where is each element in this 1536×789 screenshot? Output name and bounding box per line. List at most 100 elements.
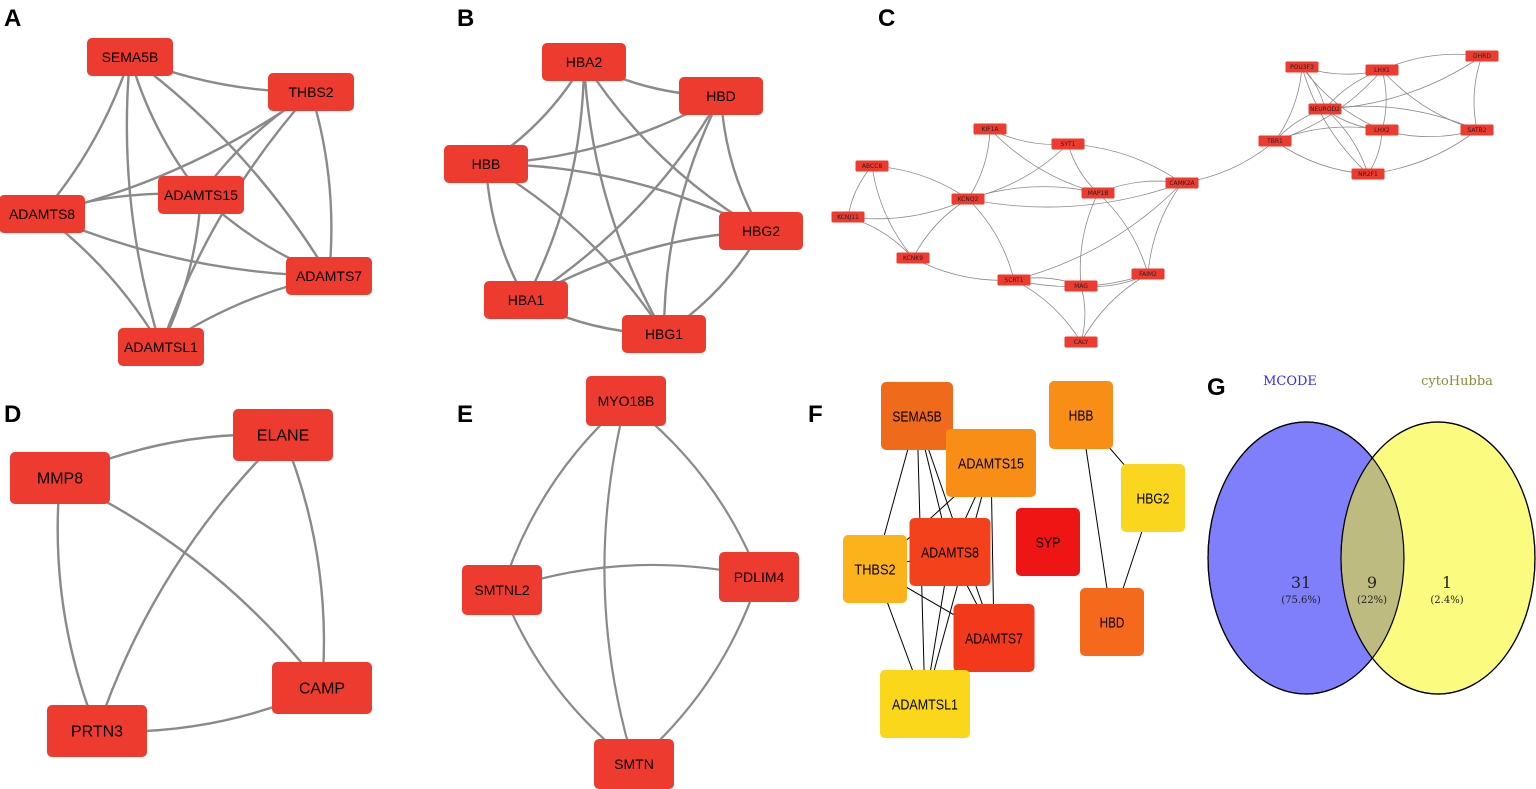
node-hbd[interactable]: HBD xyxy=(679,77,763,115)
node-adamtsl1[interactable]: ADAMTSL1 xyxy=(880,670,970,738)
node-box xyxy=(10,452,110,504)
node-myo18b[interactable]: MYO18B xyxy=(586,376,666,426)
node-pdlim4[interactable]: PDLIM4 xyxy=(719,552,799,602)
node-box xyxy=(909,518,991,586)
node-adamts7[interactable]: ADAMTS7 xyxy=(953,604,1035,672)
node-box xyxy=(946,429,1036,497)
node-sema5b[interactable]: SEMA5B xyxy=(881,382,953,450)
edge-kif1a-kcnq2 xyxy=(967,128,991,200)
node-thbs2[interactable]: THBS2 xyxy=(268,73,354,111)
node-abcc8[interactable]: ABCC8 xyxy=(855,160,889,172)
node-mag[interactable]: MAG xyxy=(1064,280,1098,292)
node-box xyxy=(586,376,666,426)
edge-lhx2-nr2f1 xyxy=(1367,129,1383,175)
node-box xyxy=(1460,124,1494,136)
edge-hba2-hbg1 xyxy=(582,61,666,335)
node-label: SEMA5B xyxy=(102,49,159,65)
node-label: HBA2 xyxy=(566,54,603,70)
node-box xyxy=(0,195,85,233)
node-label: ADAMTS8 xyxy=(921,544,979,561)
node-hbb[interactable]: HBB xyxy=(1049,381,1113,449)
node-syp[interactable]: SYP xyxy=(1016,508,1080,576)
node-kcnk9[interactable]: KCNK9 xyxy=(896,252,930,264)
node-map1b[interactable]: MAP1B xyxy=(1081,187,1115,199)
edge-mmp8-prtn3 xyxy=(56,477,99,732)
node-hbb[interactable]: HBB xyxy=(444,145,528,183)
edge-abcc8-kcnk9 xyxy=(871,165,914,259)
node-label: THBS2 xyxy=(288,84,333,100)
node-caly[interactable]: CALY xyxy=(1064,336,1098,348)
node-hbg2[interactable]: HBG2 xyxy=(719,212,803,250)
node-hbd[interactable]: HBD xyxy=(1080,588,1144,656)
node-label: HBA1 xyxy=(508,292,545,308)
edge-dhrd-neurod2 xyxy=(1324,55,1483,110)
node-pou3f3[interactable]: POU3F3 xyxy=(1285,61,1319,73)
node-elane[interactable]: ELANE xyxy=(233,409,333,461)
node-camp[interactable]: CAMP xyxy=(272,662,372,714)
node-syt1[interactable]: SYT1 xyxy=(1051,138,1085,150)
node-camk2a[interactable]: CAMK2A xyxy=(1165,177,1199,189)
node-dhrd[interactable]: DHRD xyxy=(1465,50,1499,62)
node-adamts7[interactable]: ADAMTS7 xyxy=(286,257,372,295)
node-adamts15[interactable]: ADAMTS15 xyxy=(158,176,244,214)
node-box xyxy=(973,123,1007,135)
node-label: THBS2 xyxy=(854,561,895,578)
node-adamtsl1[interactable]: ADAMTSL1 xyxy=(118,328,204,366)
node-adamts15[interactable]: ADAMTS15 xyxy=(946,429,1036,497)
node-box xyxy=(462,565,542,615)
node-mmp8[interactable]: MMP8 xyxy=(10,452,110,504)
node-thbs2[interactable]: THBS2 xyxy=(843,535,907,603)
node-hba2[interactable]: HBA2 xyxy=(542,43,626,81)
edge-lhx1-neurod2 xyxy=(1324,69,1383,110)
node-label: ADAMTS7 xyxy=(965,630,1023,647)
edge-lhx1-satb2 xyxy=(1381,69,1478,131)
edge-neurod2-satb2 xyxy=(1324,105,1478,131)
node-label: MAG xyxy=(1074,283,1088,290)
node-box xyxy=(272,662,372,714)
node-nr2f1[interactable]: NR2F1 xyxy=(1351,168,1385,180)
node-smtn[interactable]: SMTN xyxy=(594,739,674,789)
node-tbr1[interactable]: TBR1 xyxy=(1258,135,1292,147)
node-satb2[interactable]: SATB2 xyxy=(1460,124,1494,136)
node-box xyxy=(87,38,173,76)
edge-map1b-mag xyxy=(1079,192,1099,287)
node-box xyxy=(1051,138,1085,150)
node-lhx1[interactable]: LHX1 xyxy=(1365,64,1399,76)
node-sema5b[interactable]: SEMA5B xyxy=(87,38,173,76)
node-label: HBD xyxy=(1100,614,1125,631)
node-adamts8[interactable]: ADAMTS8 xyxy=(0,195,85,233)
edge-syt1-map1b xyxy=(1067,143,1099,194)
node-box xyxy=(1080,588,1144,656)
node-adamts8[interactable]: ADAMTS8 xyxy=(909,518,991,586)
node-hbg1[interactable]: HBG1 xyxy=(622,315,706,353)
node-label: SYT1 xyxy=(1061,141,1076,148)
node-neurod2[interactable]: NEUROD2 xyxy=(1308,103,1342,115)
node-prtn3[interactable]: PRTN3 xyxy=(47,705,147,757)
venn-mid-pct: (22%) xyxy=(1357,595,1387,606)
panel-letter-a: A xyxy=(4,5,21,32)
venn-left-count: 31 xyxy=(1291,573,1311,592)
edge-hbd-hba1 xyxy=(525,95,723,302)
node-box xyxy=(1121,464,1185,532)
node-kcnq2[interactable]: KCNQ2 xyxy=(951,193,985,205)
node-smtnl2[interactable]: SMTNL2 xyxy=(462,565,542,615)
edge-pou3f3-nr2f1 xyxy=(1301,66,1369,175)
node-hbg2[interactable]: HBG2 xyxy=(1121,464,1185,532)
edge-sema5b-adamts7 xyxy=(129,56,331,277)
node-hba1[interactable]: HBA1 xyxy=(484,281,568,319)
edge-abcc8-kcnj11 xyxy=(847,165,873,218)
node-label: SMTN xyxy=(614,756,654,772)
node-box xyxy=(1351,168,1385,180)
node-kif1a[interactable]: KIF1A xyxy=(973,123,1007,135)
node-kcnj11[interactable]: KCNJ11 xyxy=(831,211,865,223)
node-scrt1[interactable]: SCRT1 xyxy=(997,274,1031,286)
edge-adamts15-adamtsl1 xyxy=(159,194,203,348)
edge-mmp8-camp xyxy=(59,476,323,689)
node-faim2[interactable]: FAIM2 xyxy=(1131,268,1165,280)
node-box xyxy=(268,73,354,111)
node-lhx2[interactable]: LHX2 xyxy=(1365,124,1399,136)
node-label: ADAMTSL1 xyxy=(124,339,198,355)
panel-letter-b: B xyxy=(457,5,474,32)
